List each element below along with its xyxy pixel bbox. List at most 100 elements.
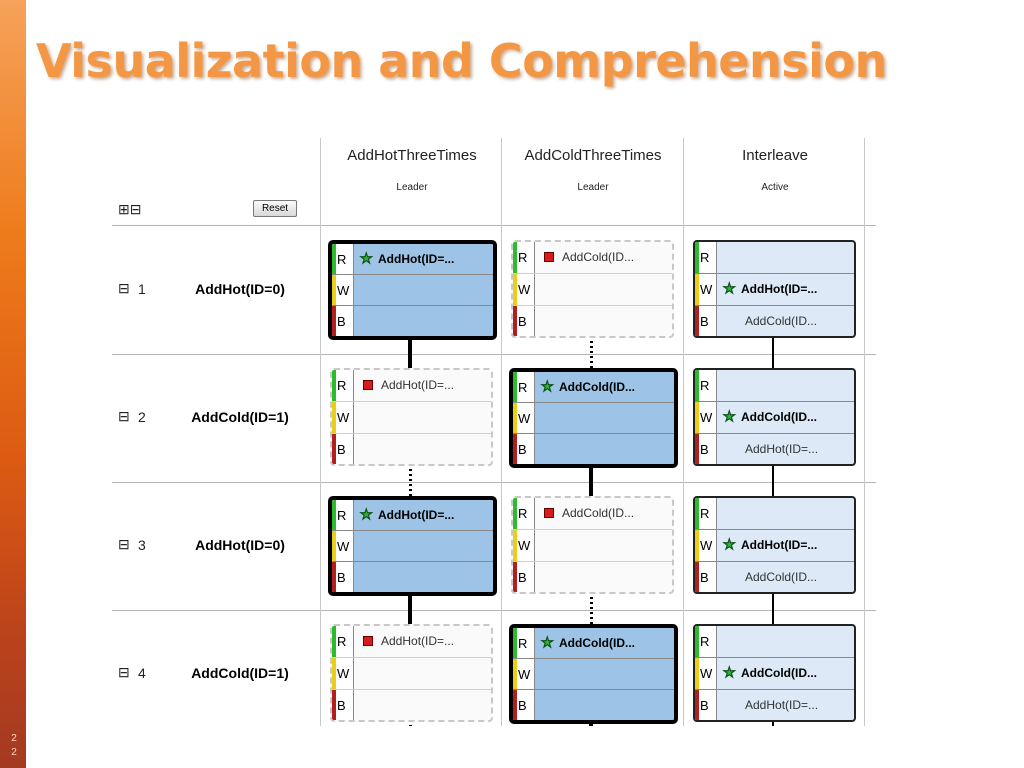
- lane-entry[interactable]: AddCold(ID...: [745, 570, 817, 584]
- slide-title: Visualization and Comprehension: [36, 34, 887, 88]
- lane-entry[interactable]: AddCold(ID...: [541, 250, 634, 264]
- lane-label: R: [518, 250, 528, 265]
- lane-entry[interactable]: ★AddHot(ID=...: [723, 280, 818, 296]
- lane-color-bar: [695, 530, 699, 561]
- lane-color-bar: [513, 690, 517, 720]
- lane-r: R★AddCold(ID...: [513, 372, 674, 403]
- lane-tab: R: [332, 500, 354, 530]
- lane-tab: W: [695, 402, 717, 433]
- lane-w: W: [513, 530, 672, 562]
- lane-entry-text: AddCold(ID...: [559, 636, 635, 650]
- lane-entry-text: AddHot(ID=...: [381, 634, 455, 648]
- lane-entry[interactable]: ★AddCold(ID...: [723, 409, 817, 424]
- lane-entry[interactable]: ★AddCold(ID...: [723, 665, 817, 680]
- thread-connector: [590, 592, 593, 626]
- lane-color-bar: [332, 531, 336, 561]
- lane-label: W: [700, 410, 713, 425]
- lane-entry-text: AddCold(ID...: [745, 314, 818, 328]
- row-label: AddHot(ID=0): [195, 537, 285, 553]
- column-divider: [683, 138, 684, 726]
- lane-w: W★AddHot(ID=...: [695, 530, 854, 562]
- lane-entry-text: AddHot(ID=...: [381, 378, 455, 392]
- lane-entry[interactable]: AddCold(ID...: [745, 314, 817, 328]
- row-index: 1: [138, 281, 146, 297]
- lane-label: B: [518, 570, 527, 585]
- lane-label: B: [337, 442, 346, 457]
- lane-tab: W: [332, 402, 354, 433]
- thread-connector: [408, 592, 412, 626]
- lane-entry[interactable]: ★AddCold(ID...: [541, 635, 635, 650]
- lane-w: W: [513, 274, 672, 306]
- lane-b: B: [513, 562, 672, 592]
- lane-b: B: [513, 306, 672, 336]
- lane-entry-text: AddHot(ID=...: [378, 508, 455, 522]
- column-header-title[interactable]: AddColdThreeTimes: [524, 147, 662, 164]
- lane-b: B: [513, 434, 674, 464]
- collapse-icon[interactable]: ⊟: [118, 664, 130, 680]
- active-star-icon: ★: [723, 280, 736, 296]
- lane-entry[interactable]: ★AddCold(ID...: [541, 379, 635, 394]
- lane-entry[interactable]: AddHot(ID=...: [745, 442, 818, 456]
- lane-tab: R: [695, 370, 717, 401]
- active-star-icon: ★: [723, 536, 736, 552]
- row-divider: [112, 482, 876, 483]
- column-header-title[interactable]: Interleave: [742, 147, 808, 164]
- lane-label: R: [337, 634, 347, 649]
- slide-number-digit: 2: [11, 733, 17, 744]
- lane-label: B: [337, 698, 346, 713]
- collapse-icon[interactable]: ⊟: [118, 280, 130, 296]
- thread-connector: [589, 464, 593, 498]
- lane-b: B: [513, 690, 674, 720]
- lane-label: B: [700, 314, 709, 329]
- collapse-icon[interactable]: ⊟: [118, 408, 130, 424]
- collapse-icon[interactable]: ⊟: [118, 536, 130, 552]
- lane-entry[interactable]: ★ AddHot(ID=...: [360, 506, 455, 522]
- lane-color-bar: [513, 274, 517, 305]
- active-star-icon: ★: [360, 506, 373, 522]
- column-divider: [501, 138, 502, 726]
- lane-tab: R: [332, 626, 354, 657]
- lane-entry[interactable]: AddHot(ID=...: [360, 378, 454, 392]
- lane-color-bar: [695, 434, 699, 464]
- lane-r: R: [695, 370, 854, 402]
- reset-button[interactable]: Reset: [253, 200, 297, 217]
- active-star-icon: ★: [360, 250, 373, 266]
- lane-r: R AddCold(ID...: [513, 242, 672, 274]
- lane-w: W: [332, 275, 493, 306]
- lane-entry[interactable]: ★AddHot(ID=...: [360, 250, 455, 266]
- column-header-title[interactable]: AddHotThreeTimes: [347, 147, 477, 164]
- lane-entry-text: AddCold(ID...: [562, 250, 635, 264]
- lane-label: R: [337, 378, 347, 393]
- lane-entry[interactable]: ★AddHot(ID=...: [723, 536, 818, 552]
- lane-color-bar: [332, 275, 336, 305]
- lane-color-bar: [513, 403, 517, 433]
- lane-w: W: [332, 402, 491, 434]
- slide-number-digit: 2: [11, 747, 17, 758]
- row-divider: [112, 225, 876, 226]
- lane-tab: W: [513, 659, 535, 689]
- lane-label: B: [518, 314, 527, 329]
- lane-entry[interactable]: AddHot(ID=...: [360, 634, 454, 648]
- lane-tab: R: [513, 628, 535, 658]
- lane-entry[interactable]: AddCold(ID...: [541, 506, 634, 520]
- lane-b: B: [332, 434, 491, 464]
- pending-square-icon: [363, 380, 373, 390]
- lane-tab: W: [513, 403, 535, 433]
- lane-entry[interactable]: AddHot(ID=...: [745, 698, 818, 712]
- thread-connector: [408, 336, 412, 370]
- lane-tab: B: [332, 434, 354, 464]
- expand-collapse-all-icon[interactable]: ⊞⊟: [118, 201, 142, 217]
